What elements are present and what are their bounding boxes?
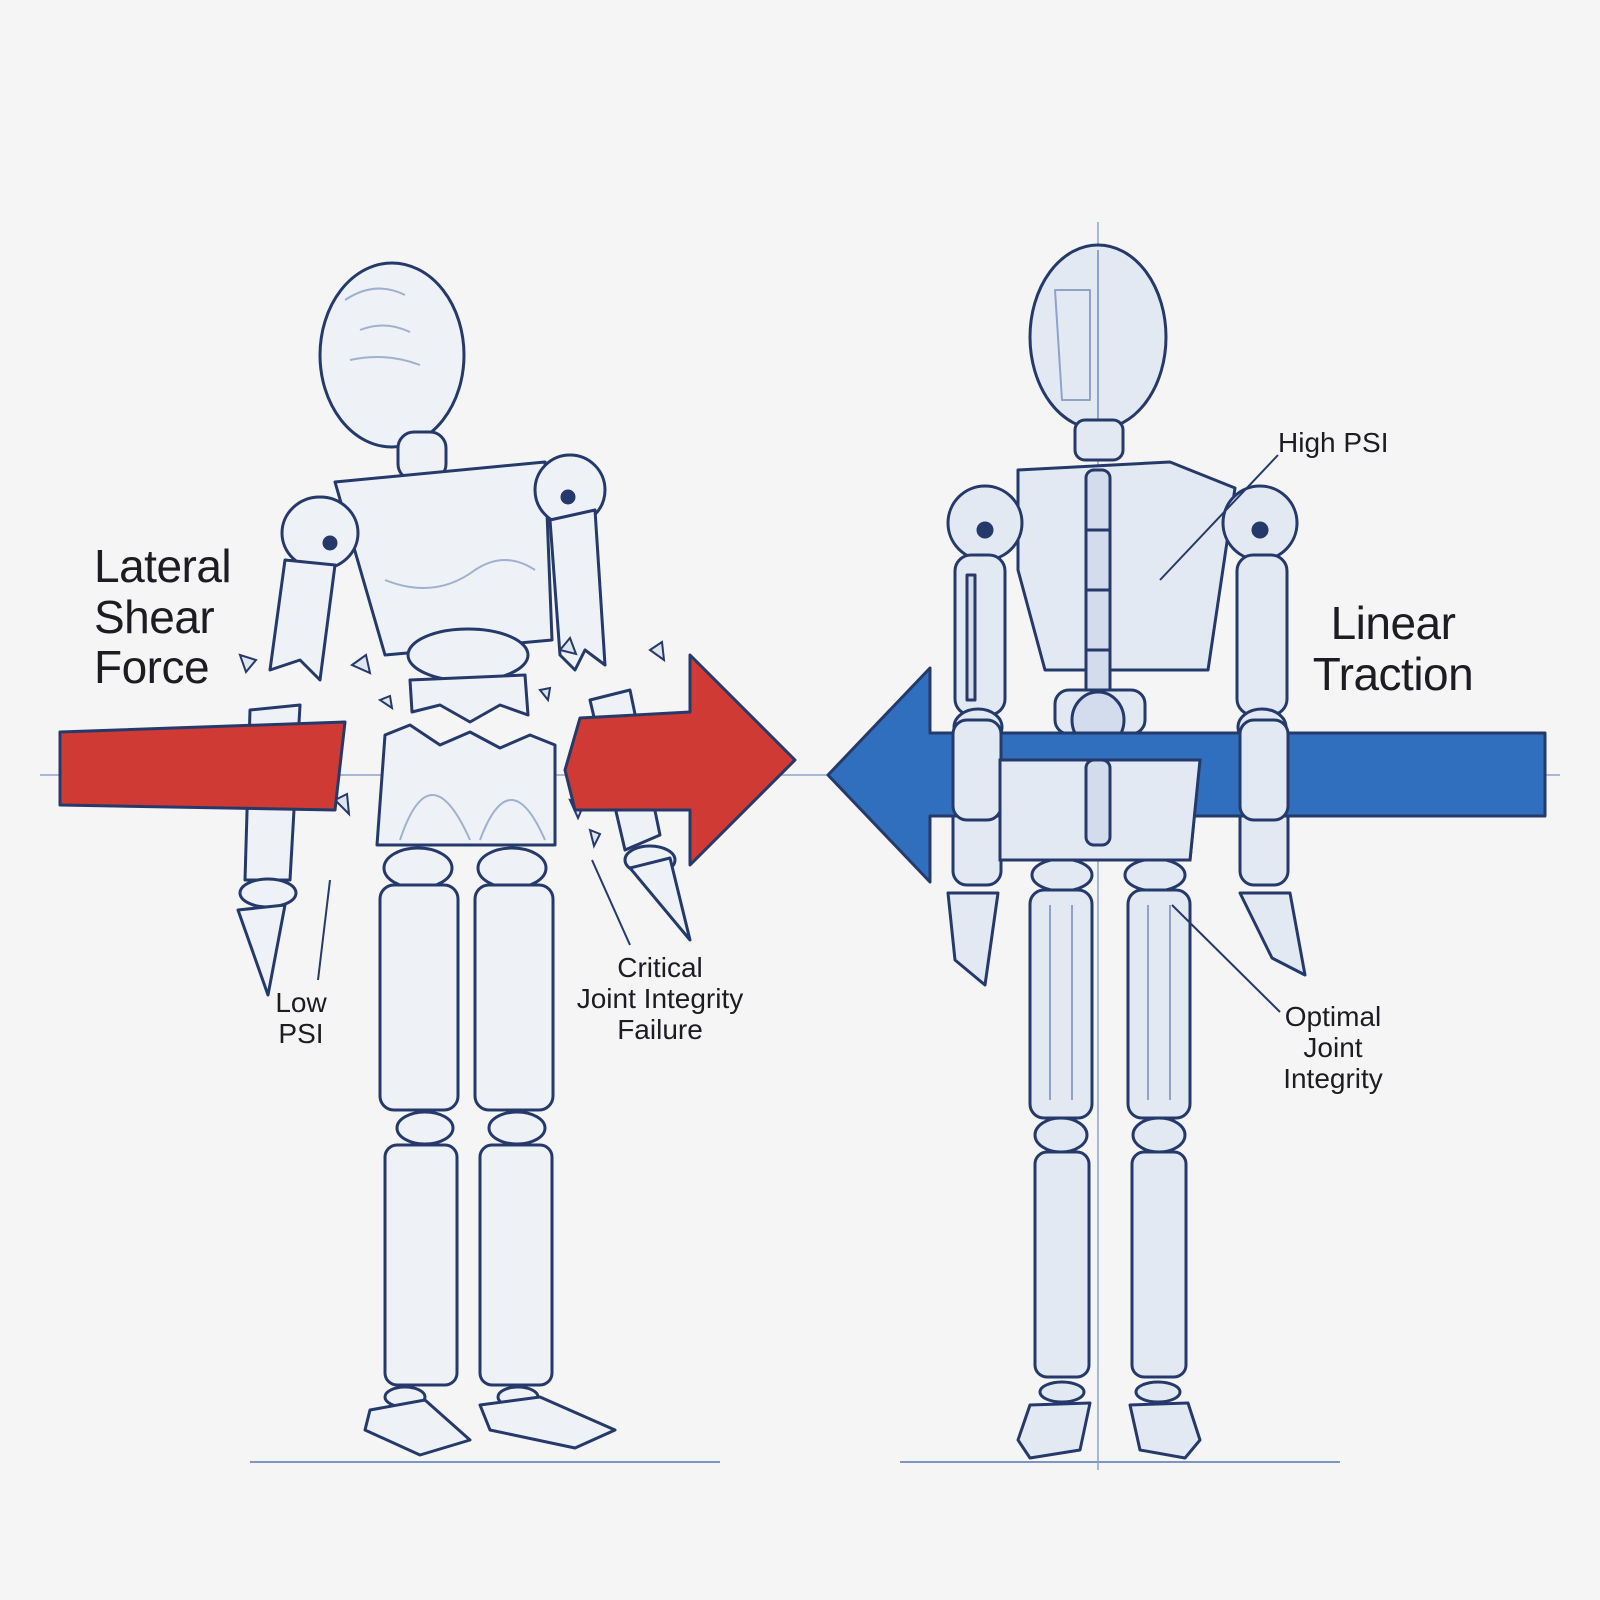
wood-thigh-left (378, 883, 460, 1112)
shear-force-label-line1: Lateral (94, 540, 232, 592)
wood-head (318, 261, 466, 449)
wood-thigh-right (473, 883, 555, 1112)
wood-hand-left (236, 903, 287, 997)
metal-shin-left (1033, 1150, 1091, 1379)
wood-waist (406, 627, 530, 683)
wood-foot-left (363, 1398, 472, 1457)
right-leader-lines (1159, 454, 1281, 1013)
shear-force-label-line3: Force (94, 641, 210, 694)
wood-hand-right (628, 856, 692, 942)
wooden-mannequin (236, 261, 692, 1457)
wood-upper-arm-left (268, 558, 337, 682)
shear-force-label-line2: Shear (94, 590, 215, 643)
joint-failure-label-line3: Failure (617, 1013, 703, 1045)
metal-mannequin-front (951, 718, 1290, 862)
wood-waist-broken (408, 673, 530, 724)
traction-label-line1: Linear (1330, 597, 1456, 649)
wood-foot-right (478, 1395, 617, 1450)
optimal-joint-label: Optimal Joint Integrity (1258, 1001, 1408, 1094)
wood-upper-arm-right (548, 508, 607, 672)
optimal-joint-label-line3: Integrity (1283, 1062, 1383, 1094)
traction-label: Linear Traction (1298, 598, 1488, 699)
metal-neck (1073, 418, 1125, 462)
metal-hand-right (1238, 891, 1307, 977)
low-psi-label: Low PSI (258, 987, 344, 1050)
wood-pelvis (375, 723, 557, 847)
metal-thigh-right (1126, 888, 1192, 1120)
wood-shin-right (478, 1143, 554, 1387)
metal-upper-arm-left (953, 553, 1007, 717)
wood-shoulder-left (280, 495, 360, 571)
traction-label-line2: Traction (1312, 647, 1474, 700)
wood-chest (333, 460, 554, 657)
shear-force-label: Lateral Shear Force (94, 540, 232, 694)
metal-upper-arm-right (1235, 553, 1289, 717)
metal-hand-left (946, 891, 1000, 987)
joint-failure-label: Critical Joint Integrity Failure (560, 952, 760, 1045)
joint-failure-label-line2: Joint Integrity (576, 982, 744, 1014)
optimal-joint-label-line2: Joint (1303, 1031, 1363, 1063)
low-psi-label-line2: PSI (278, 1017, 324, 1049)
joint-failure-label-line1: Critical (617, 952, 703, 983)
high-psi-label: High PSI (1278, 427, 1389, 458)
metal-thigh-left (1028, 888, 1094, 1120)
metal-mannequin (946, 222, 1307, 1470)
metal-foot-right (1128, 1401, 1202, 1460)
metal-shin-right (1130, 1150, 1188, 1379)
metal-foot-left (1016, 1401, 1092, 1460)
low-psi-label-line1: Low (275, 987, 327, 1018)
optimal-joint-label-line1: Optimal (1284, 1001, 1382, 1032)
metal-torso (1016, 460, 1237, 672)
shear-force-arrow (58, 653, 797, 867)
left-leader-lines (317, 859, 631, 981)
wood-shin-left (383, 1143, 459, 1387)
